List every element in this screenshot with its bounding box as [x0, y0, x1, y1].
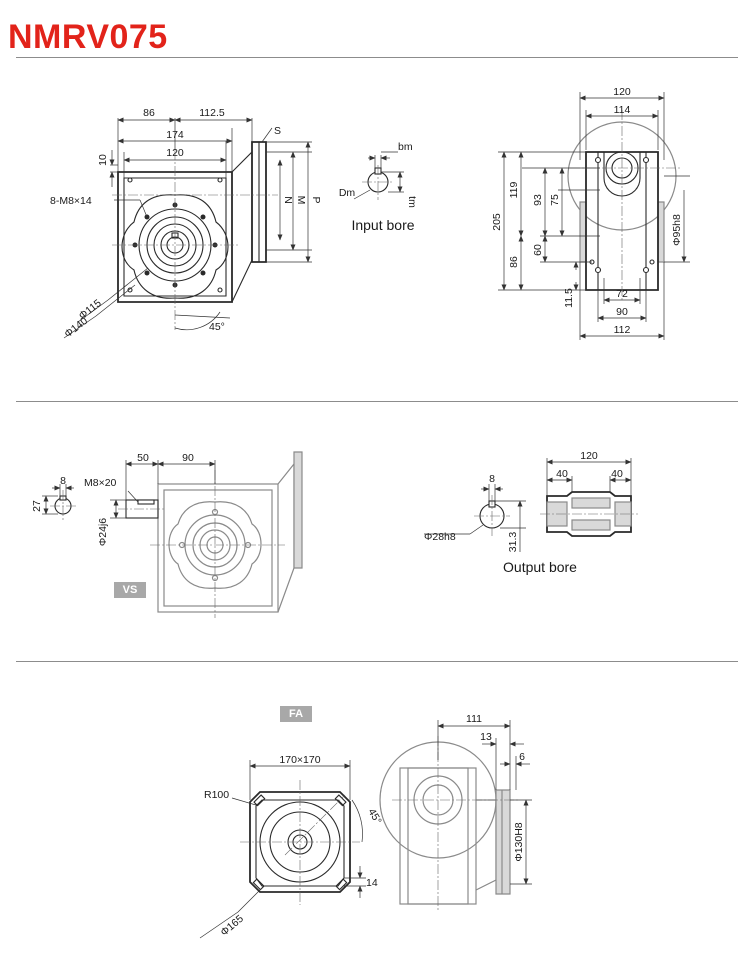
vs-dim-27: 27 — [31, 500, 43, 512]
vs-dim-tap: M8×20 — [84, 477, 117, 489]
side-view — [498, 92, 690, 340]
dim-86: 86 — [143, 107, 155, 119]
vs-tag: VS — [114, 582, 146, 598]
side-dim-11-5: 11.5 — [563, 288, 575, 308]
vs-housing — [157, 483, 279, 613]
vs-dim-50: 50 — [137, 452, 149, 464]
side-dim-93: 93 — [532, 194, 544, 206]
fa-dim-6: 6 — [519, 751, 525, 763]
section-divider-1 — [16, 401, 738, 402]
dim-10: 10 — [97, 154, 109, 166]
fa-dim-170: 170×170 — [279, 754, 320, 766]
input-bore-caption: Input bore — [351, 217, 414, 233]
vs-dim-8: 8 — [60, 475, 66, 487]
dim-112-5: 112.5 — [199, 107, 225, 119]
dim-174: 174 — [166, 129, 184, 141]
side-dim-72: 72 — [616, 288, 628, 300]
fa-dim-phi130: Φ130H8 — [513, 822, 525, 861]
fa-flange-square — [249, 791, 351, 893]
dim-N: N — [282, 196, 294, 204]
model-title: NMRV075 — [8, 18, 168, 56]
fa-side-view — [379, 720, 532, 910]
fa-side-flange — [495, 789, 511, 895]
front-view — [63, 117, 312, 339]
fa-tag: FA — [280, 706, 312, 722]
side-dim-90: 90 — [616, 306, 628, 318]
dim-S: S — [274, 125, 281, 137]
side-dim-phi95: Φ95h8 — [671, 214, 683, 246]
output-bore-caption: Output bore — [503, 559, 577, 575]
side-dim-112: 112 — [614, 324, 631, 336]
vs-shaft-end — [42, 484, 76, 520]
section-divider-2 — [16, 661, 738, 662]
output-bore-detail — [424, 484, 526, 552]
side-dim-120: 120 — [613, 86, 631, 98]
side-dim-60: 60 — [532, 244, 544, 256]
out-dim-31-3: 31.3 — [507, 532, 519, 553]
header-divider — [16, 57, 738, 58]
vs-dim-90: 90 — [182, 452, 194, 464]
fa-dim-phi165: Φ165 — [218, 913, 246, 939]
vs-dim-phi24: Φ24j6 — [97, 518, 109, 546]
dim-P: P — [310, 196, 322, 203]
dim-M: M — [295, 196, 307, 205]
dim-Dm: Dm — [339, 187, 356, 199]
side-dim-114: 114 — [614, 104, 631, 116]
out-dim-120: 120 — [580, 450, 598, 462]
dim-tm: tm — [406, 196, 418, 208]
side-dim-86: 86 — [508, 256, 520, 268]
dim-tapped-holes: 8-M8×14 — [50, 195, 92, 207]
out-dim-40-right: 40 — [611, 468, 623, 480]
out-dim-phi28: Φ28h8 — [424, 531, 456, 543]
out-dim-40-left: 40 — [556, 468, 568, 480]
side-dim-75: 75 — [549, 194, 561, 206]
dim-bm: bm — [398, 141, 413, 153]
side-dim-205: 205 — [491, 213, 503, 231]
fa-dim-13: 13 — [480, 731, 492, 743]
input-bore-detail — [353, 151, 404, 200]
out-dim-8: 8 — [489, 473, 495, 485]
side-dim-119: 119 — [508, 181, 520, 198]
dim-angle-45: 45° — [209, 321, 225, 333]
hollow-shaft-section — [540, 458, 638, 537]
fa-dim-111: 111 — [466, 713, 482, 725]
vs-view — [110, 451, 303, 618]
fa-dim-R100: R100 — [204, 789, 229, 801]
dim-120: 120 — [166, 147, 184, 159]
fa-flange-view — [199, 760, 366, 939]
side-housing — [585, 151, 659, 291]
fa-dim-14: 14 — [366, 877, 378, 889]
